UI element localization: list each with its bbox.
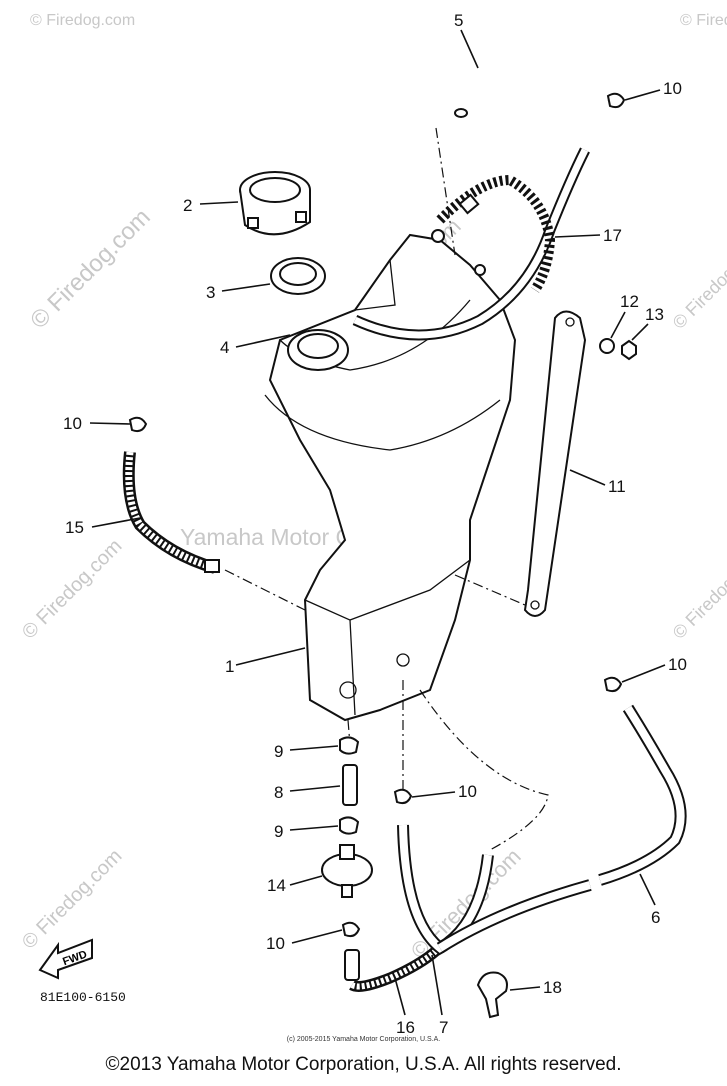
clamp-10-right	[603, 676, 623, 693]
leader-16	[394, 977, 406, 1016]
oil-tank-1	[264, 229, 517, 722]
watermark-left: © Firedog.com	[25, 204, 156, 335]
clamp-10-middle	[393, 788, 413, 805]
leader-9b	[289, 825, 339, 831]
leader-10c	[621, 664, 666, 683]
clamp-10-fitting	[341, 921, 361, 938]
hose-8	[342, 764, 358, 806]
label-1: 1	[225, 657, 234, 676]
bracket-11	[523, 310, 587, 617]
leader-3	[221, 283, 271, 292]
leader-15	[91, 517, 141, 528]
watermark-right-top: © Firedog.com	[680, 12, 727, 29]
hose-6	[598, 704, 687, 886]
label-6: 6	[651, 908, 660, 927]
leader-7	[431, 954, 443, 1016]
centerline-6	[419, 689, 549, 851]
label-9a: 9	[274, 742, 283, 761]
fitting	[344, 949, 360, 981]
leader-17	[554, 234, 601, 238]
hose-5	[453, 29, 612, 118]
watermark-top: © Firedog.com	[30, 12, 135, 29]
leader-11	[569, 469, 606, 486]
leader-14	[289, 875, 323, 886]
label-2: 2	[183, 196, 192, 215]
label-10e: 10	[266, 934, 285, 953]
centerline-3	[454, 574, 526, 606]
filter-14	[321, 844, 373, 898]
diagram-code: 81E100-6150	[40, 990, 126, 1005]
label-10c: 10	[668, 655, 687, 674]
leader-6	[639, 873, 656, 906]
leader-10e	[291, 929, 343, 944]
centerline-1	[435, 127, 456, 256]
label-17: 17	[603, 226, 622, 245]
leader-12	[610, 311, 626, 339]
copyright-footer: ©2013 Yamaha Motor Corporation, U.S.A. A…	[105, 1054, 622, 1075]
leader-9a	[289, 745, 339, 751]
leader-1	[235, 647, 306, 666]
hose-16	[349, 945, 441, 992]
label-12: 12	[620, 292, 639, 311]
seal-3	[270, 257, 326, 295]
clamp-9-upper	[339, 736, 360, 755]
hose-7	[397, 824, 592, 956]
washer-12	[599, 338, 615, 354]
leader-8	[289, 785, 341, 792]
label-9b: 9	[274, 822, 283, 841]
leader-10d	[411, 791, 456, 798]
label-5: 5	[454, 11, 463, 30]
label-13: 13	[645, 305, 664, 324]
leader-5	[460, 29, 479, 69]
label-15: 15	[65, 518, 84, 537]
clamp-9-lower	[339, 816, 360, 835]
watermark-right: © Firedog.com	[669, 235, 727, 333]
label-11: 11	[608, 477, 626, 496]
label-8: 8	[274, 783, 283, 802]
leader-13	[631, 323, 649, 341]
label-16: 16	[396, 1018, 415, 1037]
leader-4	[235, 334, 291, 348]
clip-18	[476, 971, 508, 1019]
leader-10a	[624, 89, 661, 101]
hose-15	[122, 451, 220, 574]
label-14: 14	[267, 876, 286, 895]
centerline-2	[224, 569, 306, 611]
watermark-low: © Firedog.com	[406, 844, 526, 964]
watermark-right-low: © Firedog.com	[669, 545, 727, 643]
clamp-10-left	[128, 416, 148, 433]
label-10a: 10	[663, 79, 682, 98]
label-7: 7	[439, 1018, 448, 1037]
leader-10b	[89, 422, 131, 425]
fwd-arrow-icon: FWD	[38, 938, 93, 980]
watermark-left-low: © Firedog.com	[18, 535, 127, 644]
label-4: 4	[220, 338, 229, 357]
clamp-10-top	[606, 92, 626, 109]
nut-13	[621, 339, 637, 361]
label-10d: 10	[458, 782, 477, 801]
small-copyright: (c) 2005-2015 Yamaha Motor Corporation, …	[286, 1036, 441, 1043]
watermark-left-low2: © Firedog.com	[18, 845, 127, 954]
cap-2	[239, 171, 311, 236]
leader-18	[509, 986, 541, 991]
leader-2	[199, 201, 239, 205]
label-18: 18	[543, 978, 562, 997]
label-10b: 10	[63, 414, 82, 433]
label-3: 3	[206, 283, 215, 302]
hose-17	[352, 147, 590, 341]
